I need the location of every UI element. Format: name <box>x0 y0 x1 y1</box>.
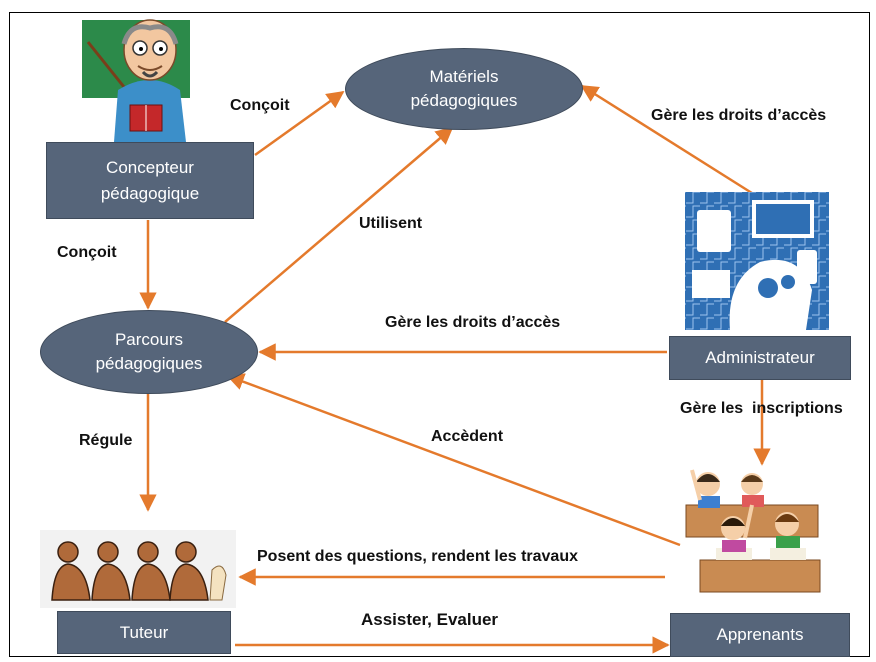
node-tuteur: Tuteur <box>57 611 231 654</box>
label-gere-droits-materiels: Gère les droits d’accès <box>651 107 827 124</box>
node-materiels-pedagogiques: Matériels pédagogiques <box>345 48 583 130</box>
technology-head-illustration <box>685 192 829 330</box>
label-regule: Régule <box>79 432 133 449</box>
label-concoit-parcours: Conçoit <box>57 244 117 261</box>
node-parcours-pedagogiques: Parcours pédagogiques <box>40 310 258 394</box>
teacher-illustration <box>82 19 190 142</box>
label-accedent: Accèdent <box>431 428 504 445</box>
label-gere-droits-parcours: Gère les droits d’accès <box>385 314 561 331</box>
arrow-gere-droits-materiels <box>580 84 756 197</box>
label-utilisent: Utilisent <box>359 215 423 232</box>
label-gere-inscriptions: Gère les inscriptions <box>680 400 843 417</box>
label-assister-evaluer: Assister, Evaluer <box>361 610 499 629</box>
arrow-concoit-materiels <box>254 90 345 157</box>
node-apprenants: Apprenants <box>670 613 850 657</box>
students-classroom-illustration <box>685 469 821 593</box>
arrow-utilisent <box>224 126 454 323</box>
node-concepteur-pedagogique: Concepteur pédagogique <box>46 142 254 219</box>
label-posent-questions: Posent des questions, rendent les travau… <box>257 548 578 565</box>
tutors-illustration <box>40 530 236 608</box>
node-administrateur: Administrateur <box>669 336 851 380</box>
label-concoit-materiels: Conçoit <box>230 97 290 114</box>
arrow-accedent <box>226 373 681 547</box>
diagram-frame <box>9 12 870 657</box>
